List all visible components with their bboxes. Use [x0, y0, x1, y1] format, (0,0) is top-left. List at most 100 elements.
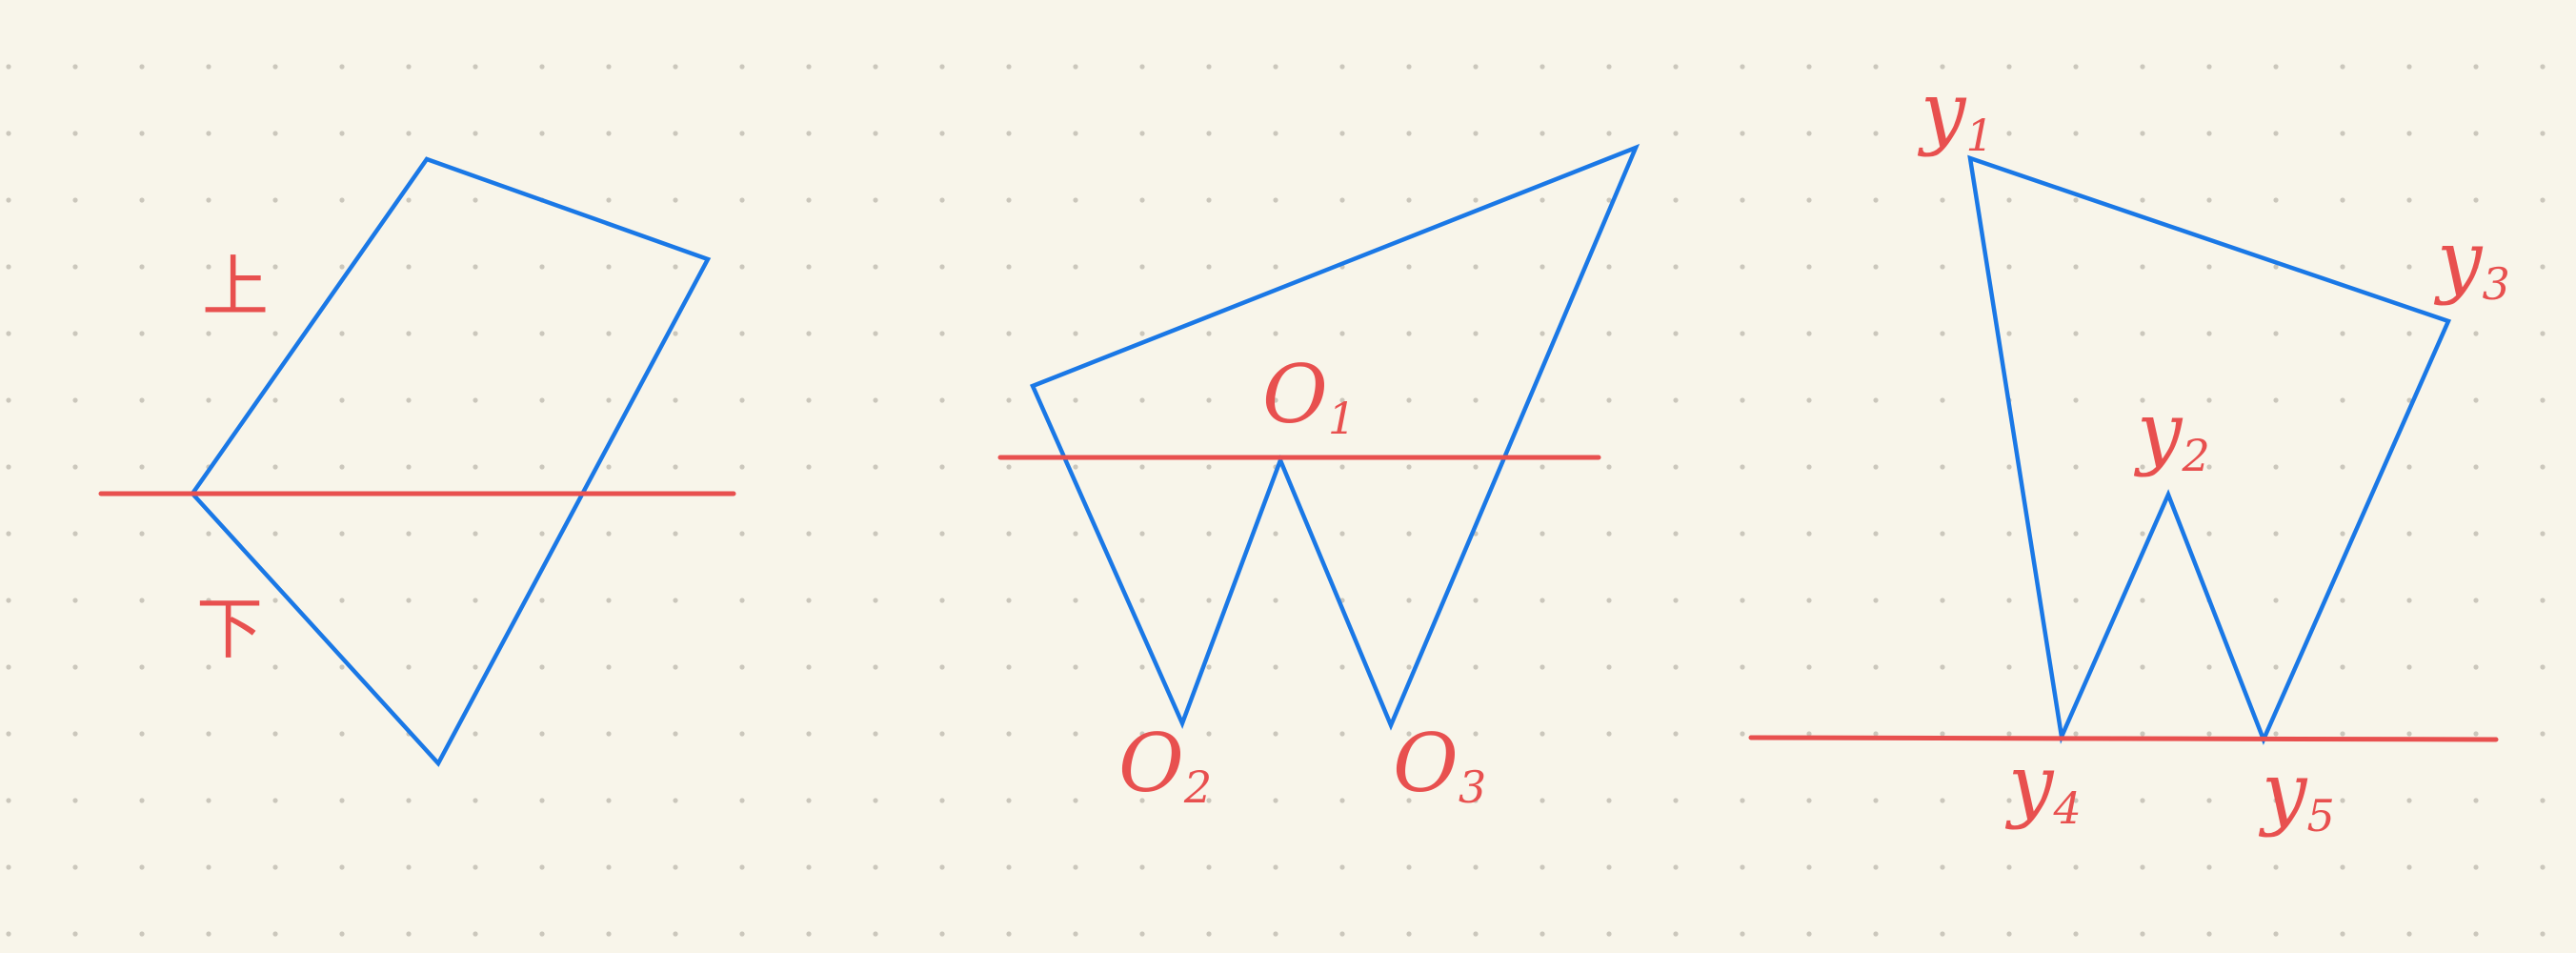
grid-dot [2473, 64, 2479, 70]
grid-dot [206, 131, 211, 136]
grid-dot [539, 464, 545, 470]
grid-dot [606, 864, 612, 870]
figure-2-w-shape: O1 O2 O3 [997, 143, 1640, 813]
grid-dot [1473, 864, 1479, 870]
grid-dot [539, 131, 545, 136]
grid-dot [2006, 64, 2012, 70]
grid-dot [1940, 331, 1945, 336]
grid-dot [2273, 397, 2279, 403]
grid-dot [6, 731, 11, 737]
grid-dot [1740, 397, 1745, 403]
grid-dot [2073, 664, 2079, 670]
grid-dot [1206, 931, 1212, 937]
grid-dot [139, 131, 145, 136]
grid-dot [1406, 131, 1412, 136]
grid-dot [1006, 197, 1012, 203]
grid-dot [406, 931, 412, 937]
w-shape-outline [1029, 143, 1640, 731]
grid-dot [539, 64, 545, 70]
grid-dot [2140, 664, 2145, 670]
grid-dot [2540, 864, 2546, 870]
grid-dot [606, 531, 612, 537]
grid-dot [1740, 664, 1745, 670]
grid-dot [2206, 931, 2212, 937]
grid-dot [1206, 798, 1212, 803]
grid-dot [1473, 664, 1479, 670]
grid-dot [1273, 131, 1278, 136]
grid-dot [1940, 664, 1945, 670]
grid-dot [139, 331, 145, 336]
grid-dot [1940, 397, 1945, 403]
grid-dot [2406, 331, 2412, 336]
grid-dot [739, 197, 745, 203]
grid-dot [1540, 731, 1545, 737]
grid-dot [1940, 131, 1945, 136]
grid-dot [1606, 864, 1612, 870]
grid-dot [2340, 664, 2345, 670]
grid-dot [673, 397, 678, 403]
figure-1-quadrilateral: 上 下 [98, 156, 736, 767]
grid-dot [139, 397, 145, 403]
grid-dot [139, 197, 145, 203]
grid-dot [2006, 197, 2012, 203]
grid-dot [673, 531, 678, 537]
grid-dot [673, 264, 678, 270]
grid-dot [2540, 464, 2546, 470]
grid-dot [473, 798, 478, 803]
grid-dot [2140, 197, 2145, 203]
grid-dot [2273, 64, 2279, 70]
grid-dot [1073, 531, 1078, 537]
grid-dot [206, 798, 211, 803]
grid-dot [1139, 131, 1145, 136]
grid-dot [2473, 331, 2479, 336]
grid-dot [2340, 64, 2345, 70]
grid-dot [939, 264, 945, 270]
grid-dot [1139, 731, 1145, 737]
grid-dot [2540, 331, 2546, 336]
grid-dot [1806, 798, 1812, 803]
grid-dot [1273, 264, 1278, 270]
grid-dot [1139, 197, 1145, 203]
grid-dot [539, 397, 545, 403]
grid-dot [2540, 64, 2546, 70]
grid-dot [2340, 531, 2345, 537]
grid-dot [206, 664, 211, 670]
grid-dot [2073, 798, 2079, 803]
grid-dot [539, 931, 545, 937]
grid-dot [206, 598, 211, 603]
grid-dot [1339, 931, 1345, 937]
grid-dot [1206, 131, 1212, 136]
grid-dot [1606, 598, 1612, 603]
grid-dot [6, 798, 11, 803]
grid-dot [1073, 664, 1078, 670]
grid-dot [406, 397, 412, 403]
grid-dot [1540, 931, 1545, 937]
grid-dot [1540, 531, 1545, 537]
grid-dot [2473, 731, 2479, 737]
grid-dot [539, 864, 545, 870]
grid-dot [1606, 531, 1612, 537]
grid-dot [272, 731, 278, 737]
grid-dot [406, 664, 412, 670]
grid-dot [806, 264, 812, 270]
grid-dot [1073, 64, 1078, 70]
grid-dot [1339, 64, 1345, 70]
grid-dot [272, 864, 278, 870]
grid-dot [1806, 531, 1812, 537]
grid-dot [1940, 64, 1945, 70]
label-y1: y1 [1917, 65, 1994, 161]
grid-dot [406, 798, 412, 803]
grid-dot [606, 731, 612, 737]
grid-dot [2006, 264, 2012, 270]
grid-dot [72, 64, 78, 70]
grid-dot [339, 931, 345, 937]
grid-dot [72, 464, 78, 470]
grid-dot [1206, 397, 1212, 403]
grid-dot [272, 531, 278, 537]
grid-dot [1273, 397, 1278, 403]
grid-dot [473, 864, 478, 870]
grid-dot [1873, 798, 1879, 803]
grid-dot [339, 531, 345, 537]
grid-dot [539, 331, 545, 336]
grid-dot [1073, 264, 1078, 270]
